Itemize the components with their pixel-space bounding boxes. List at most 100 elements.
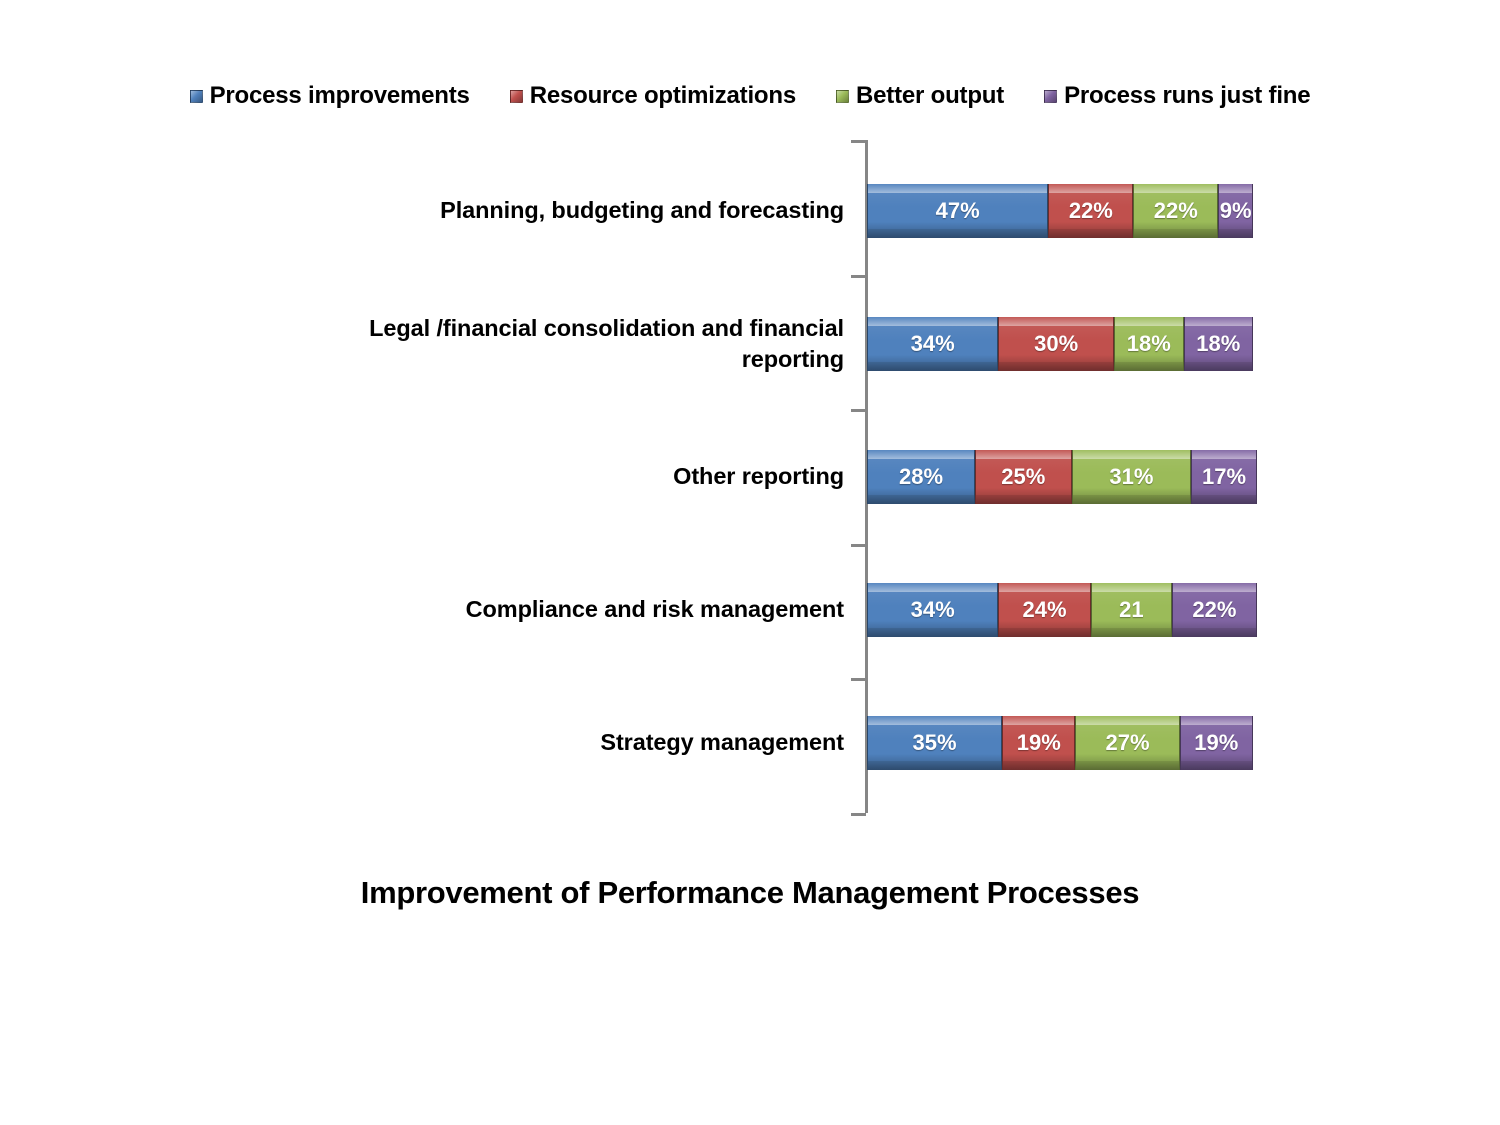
bar-segment-bevel-bottom	[1091, 628, 1171, 637]
bar-segment-value: 34%	[910, 331, 955, 356]
legend-label-better-output: Better output	[856, 82, 1005, 109]
bar-segment-value: 17%	[1202, 464, 1247, 489]
bar-segment-value: 35%	[912, 730, 957, 755]
bar-segment-bevel-top	[1219, 184, 1252, 193]
bar-segment-bevel-top	[868, 716, 1002, 725]
bar-segment-value: 24%	[1022, 597, 1067, 622]
bar-segment[interactable]: 28%	[867, 450, 976, 504]
bar-row: Planning, budgeting and forecasting 47% 22…	[0, 184, 1500, 238]
bar-segment-bevel-bottom	[868, 362, 998, 371]
bar-row: Strategy management 35% 19% 27% 19%	[0, 716, 1500, 770]
bar-row: Legal /financial consolidation and finan…	[0, 315, 1500, 372]
bar-segment-bevel-bottom	[976, 495, 1071, 504]
axis-tick	[851, 409, 866, 412]
bar-segment[interactable]: 24%	[998, 583, 1091, 637]
bar-segment[interactable]: 22%	[1133, 184, 1219, 238]
bar-segment-bevel-top	[1192, 450, 1256, 459]
bar-segment-bevel-bottom	[1184, 362, 1252, 371]
bar-segment-bevel-bottom	[1192, 495, 1256, 504]
chart-title: Improvement of Performance Management Pr…	[360, 875, 1140, 910]
bar-segment-bevel-top	[868, 583, 998, 592]
bar-segment[interactable]: 22%	[1171, 583, 1257, 637]
bar-segment-bevel-top	[868, 317, 998, 326]
bar-segment[interactable]: 9%	[1218, 184, 1253, 238]
bar-segment-value: 28%	[899, 464, 944, 489]
legend-item-process-improvements[interactable]: Process improvements	[189, 82, 470, 110]
axis-tick	[851, 678, 866, 681]
category-label: Other reporting	[673, 463, 844, 490]
axis-tick	[851, 543, 866, 547]
bar-segment[interactable]: 17%	[1191, 450, 1257, 504]
bar-segment[interactable]: 34%	[867, 583, 999, 637]
legend-label-process-runs-just-fine: Process runs just fine	[1064, 82, 1311, 109]
legend-swatch-process-runs-just-fine	[1044, 89, 1058, 103]
category-label: Planning, budgeting and forecasting	[440, 197, 844, 224]
bar-segment-value: 9%	[1219, 198, 1252, 223]
bar-segment-value: 18%	[1126, 331, 1171, 356]
chart-legend: Process improvements Resource optimizati…	[0, 82, 1500, 110]
bar-segment-bevel-top	[999, 583, 1090, 592]
bar-segment-bevel-bottom	[999, 628, 1090, 637]
bar-segment-value: 22%	[1068, 198, 1113, 223]
bar-segment-value: 47%	[935, 198, 980, 223]
bar-segment[interactable]: 19%	[1179, 716, 1253, 770]
legend-label-resource-optimizations: Resource optimizations	[529, 82, 797, 109]
bar-segment-bevel-bottom	[868, 229, 1048, 238]
bar-segment[interactable]: 21	[1090, 583, 1172, 637]
bar-segment[interactable]: 31%	[1071, 450, 1192, 504]
category-label: Legal /financial consolidation and finan…	[369, 314, 844, 372]
bar-segment-bevel-bottom	[868, 495, 975, 504]
bar-segment[interactable]: 18%	[1114, 317, 1184, 371]
bar-segment-bevel-top	[868, 450, 975, 459]
axis-tick	[851, 812, 866, 816]
bar-segment-bevel-bottom	[868, 761, 1002, 770]
bar-segment-bevel-bottom	[1049, 229, 1133, 238]
bar-segment-bevel-top	[1184, 317, 1252, 326]
bar-segment-bevel-top	[1049, 184, 1133, 193]
axis-tick	[851, 274, 866, 278]
bar-segment-bevel-bottom	[1180, 761, 1252, 770]
bar-segment-bevel-bottom	[1172, 628, 1256, 637]
bar-segment[interactable]: 25%	[975, 450, 1072, 504]
bar-segment-value: 34%	[910, 597, 955, 622]
bar-segment[interactable]: 47%	[867, 184, 1049, 238]
bar-segment-bevel-top	[1072, 450, 1191, 459]
bar-segment-bevel-top	[1091, 583, 1171, 592]
bar-segment-bevel-bottom	[1003, 761, 1075, 770]
bar-segment[interactable]: 22%	[1048, 184, 1134, 238]
bar-segment-bevel-top	[1134, 184, 1218, 193]
bar-segment-bevel-bottom	[999, 362, 1114, 371]
bar-segment[interactable]: 30%	[998, 317, 1115, 371]
category-label: Strategy management	[600, 729, 844, 756]
bar-segment-bevel-bottom	[868, 628, 998, 637]
category-label: Compliance and risk management	[465, 596, 844, 623]
legend-item-resource-optimizations[interactable]: Resource optimizations	[509, 82, 797, 110]
legend-swatch-resource-optimizations	[509, 89, 523, 103]
bar-segment-value: 22%	[1153, 198, 1198, 223]
bar-segment-bevel-bottom	[1115, 362, 1183, 371]
bar-segment-value: 18%	[1196, 331, 1241, 356]
stacked-bar: 47% 22% 22% 9%	[867, 184, 1253, 238]
bar-segment[interactable]: 18%	[1183, 317, 1253, 371]
category-axis-line	[865, 140, 868, 813]
bar-segment-value: 30%	[1034, 331, 1079, 356]
bar-segment-bevel-bottom	[1134, 229, 1218, 238]
bar-segment-bevel-top	[1003, 716, 1075, 725]
bar-segment[interactable]: 19%	[1002, 716, 1076, 770]
bar-segment-value: 19%	[1194, 730, 1239, 755]
bar-segment-bevel-bottom	[1076, 761, 1179, 770]
bar-segment-value: 25%	[1001, 464, 1046, 489]
legend-item-better-output[interactable]: Better output	[836, 82, 1004, 110]
legend-item-process-runs-just-fine[interactable]: Process runs just fine	[1044, 82, 1311, 110]
bar-segment-value: 19%	[1016, 730, 1061, 755]
bar-segment[interactable]: 35%	[867, 716, 1003, 770]
legend-label-process-improvements: Process improvements	[209, 82, 470, 109]
legend-swatch-better-output	[836, 89, 850, 103]
bar-segment[interactable]: 34%	[867, 317, 999, 371]
bar-segment-bevel-top	[1076, 716, 1179, 725]
bar-segment-bevel-top	[1180, 716, 1252, 725]
bar-segment-bevel-bottom	[1219, 229, 1252, 238]
bar-segment[interactable]: 27%	[1075, 716, 1180, 770]
